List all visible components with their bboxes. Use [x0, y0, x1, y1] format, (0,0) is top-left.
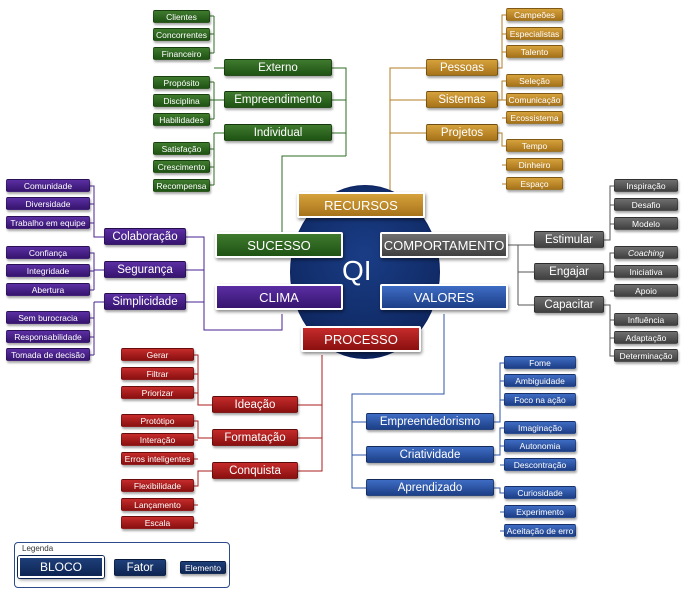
element-tomada-de-decisao[interactable]: Tomada de decisão: [6, 348, 90, 361]
block-valores[interactable]: VALORES: [380, 284, 508, 310]
factor-individual[interactable]: Individual: [224, 124, 332, 141]
factor-seguranca[interactable]: Segurança: [104, 261, 186, 278]
legend-title: Legenda: [22, 544, 54, 553]
element-ambiguidade[interactable]: Ambiguidade: [504, 374, 576, 387]
factor-empreendedorismo[interactable]: Empreendedorismo: [366, 413, 494, 430]
element-inspiracao[interactable]: Inspiração: [614, 179, 678, 192]
block-clima[interactable]: CLIMA: [215, 284, 343, 310]
element-lancamento[interactable]: Lançamento: [121, 498, 194, 511]
element-satisfacao[interactable]: Satisfação: [153, 142, 210, 155]
factor-criatividade[interactable]: Criatividade: [366, 446, 494, 463]
legend-bloco: BLOCO: [18, 556, 104, 578]
element-erros-inteligentes[interactable]: Erros inteligentes: [121, 452, 194, 465]
factor-sistemas[interactable]: Sistemas: [426, 91, 498, 108]
element-disciplina[interactable]: Disciplina: [153, 94, 210, 107]
center-label: QI: [342, 255, 372, 286]
element-ecossistema[interactable]: Ecossistema: [506, 111, 563, 124]
factor-aprendizado[interactable]: Aprendizado: [366, 479, 494, 496]
element-priorizar[interactable]: Priorizar: [121, 386, 194, 399]
element-diversidade[interactable]: Diversidade: [6, 197, 90, 210]
element-foco-na-acao[interactable]: Foco na ação: [504, 393, 576, 406]
element-interacao[interactable]: Interação: [121, 433, 194, 446]
element-adaptacao[interactable]: Adaptação: [614, 331, 678, 344]
element-flexibilidade[interactable]: Flexibilidade: [121, 479, 194, 492]
element-iniciativa[interactable]: Iniciativa: [614, 265, 678, 278]
block-comportamento[interactable]: COMPORTAMENTO: [380, 232, 508, 258]
element-tempo[interactable]: Tempo: [506, 139, 563, 152]
element-gerar[interactable]: Gerar: [121, 348, 194, 361]
element-recompensa[interactable]: Recompensa: [153, 179, 210, 192]
element-curiosidade[interactable]: Curiosidade: [504, 486, 576, 499]
element-determinacao[interactable]: Determinação: [614, 349, 678, 362]
element-apoio[interactable]: Apoio: [614, 284, 678, 297]
element-experimento[interactable]: Experimento: [504, 505, 576, 518]
factor-ideacao[interactable]: Ideação: [212, 396, 298, 413]
element-integridade[interactable]: Integridade: [6, 264, 90, 277]
element-abertura[interactable]: Abertura: [6, 283, 90, 296]
element-financeiro[interactable]: Financeiro: [153, 47, 210, 60]
element-modelo[interactable]: Modelo: [614, 217, 678, 230]
element-filtrar[interactable]: Filtrar: [121, 367, 194, 380]
element-responsabilidade[interactable]: Responsabilidade: [6, 330, 90, 343]
factor-projetos[interactable]: Projetos: [426, 124, 498, 141]
factor-engajar[interactable]: Engajar: [534, 263, 604, 280]
factor-conquista[interactable]: Conquista: [212, 462, 298, 479]
factor-colaboracao[interactable]: Colaboração: [104, 228, 186, 245]
element-proposito[interactable]: Propósito: [153, 76, 210, 89]
element-habilidades[interactable]: Habilidades: [153, 113, 210, 126]
legend-fator: Fator: [114, 559, 166, 576]
element-descontracao[interactable]: Descontração: [504, 458, 576, 471]
element-trabalho-em-equipe[interactable]: Trabalho em equipe: [6, 216, 90, 229]
element-aceitacao-de-erro[interactable]: Aceitação de erro: [504, 524, 576, 537]
element-dinheiro[interactable]: Dinheiro: [506, 158, 563, 171]
element-campeoes[interactable]: Campeões: [506, 8, 563, 21]
element-espaco[interactable]: Espaço: [506, 177, 563, 190]
element-crescimento[interactable]: Crescimento: [153, 160, 210, 173]
element-clientes[interactable]: Clientes: [153, 10, 210, 23]
element-comunicacao[interactable]: Comunicação: [506, 93, 563, 106]
factor-simplicidade[interactable]: Simplicidade: [104, 293, 186, 310]
element-autonomia[interactable]: Autonomia: [504, 439, 576, 452]
factor-empreendimento[interactable]: Empreendimento: [224, 91, 332, 108]
factor-capacitar[interactable]: Capacitar: [534, 296, 604, 313]
factor-pessoas[interactable]: Pessoas: [426, 59, 498, 76]
element-fome[interactable]: Fome: [504, 356, 576, 369]
element-comunidade[interactable]: Comunidade: [6, 179, 90, 192]
element-escala[interactable]: Escala: [121, 516, 194, 529]
element-prototipo[interactable]: Protótipo: [121, 414, 194, 427]
element-especialistas[interactable]: Especialistas: [506, 27, 563, 40]
element-concorrentes[interactable]: Concorrentes: [153, 28, 210, 41]
element-influencia[interactable]: Influência: [614, 313, 678, 326]
element-desafio[interactable]: Desafio: [614, 198, 678, 211]
block-processo[interactable]: PROCESSO: [301, 326, 421, 352]
element-imaginacao[interactable]: Imaginação: [504, 421, 576, 434]
element-sem-burocracia[interactable]: Sem burocracia: [6, 311, 90, 324]
element-talento[interactable]: Talento: [506, 45, 563, 58]
element-selecao[interactable]: Seleção: [506, 74, 563, 87]
block-recursos[interactable]: RECURSOS: [297, 192, 425, 218]
factor-estimular[interactable]: Estimular: [534, 231, 604, 248]
block-sucesso[interactable]: SUCESSO: [215, 232, 343, 258]
legend-elemento: Elemento: [180, 561, 226, 574]
factor-formatacao[interactable]: Formatação: [212, 429, 298, 446]
element-coaching[interactable]: Coaching: [614, 246, 678, 259]
factor-externo[interactable]: Externo: [224, 59, 332, 76]
element-confianca[interactable]: Confiança: [6, 246, 90, 259]
